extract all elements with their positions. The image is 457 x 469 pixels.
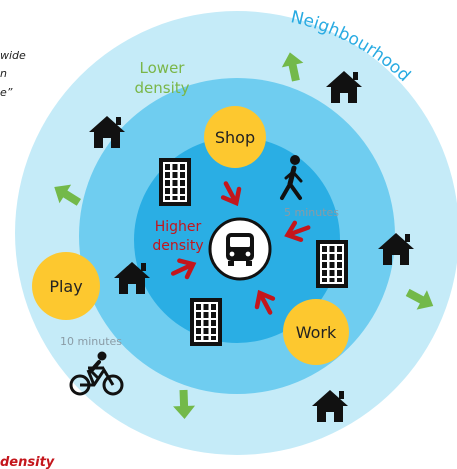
shop-circle: [204, 106, 266, 168]
work-label: Work: [296, 323, 337, 342]
quote-line-3: e”: [0, 86, 13, 99]
quote-line-2: n: [0, 67, 7, 80]
play-label: Play: [49, 277, 82, 296]
building-icon: [316, 240, 348, 288]
building-icon: [159, 158, 191, 206]
play-circle: [32, 252, 100, 320]
higher-density-label-1: Higher: [155, 219, 202, 235]
building-icon: [190, 298, 222, 346]
bike-minutes-label: 10 minutes: [60, 335, 122, 348]
work-circle: [283, 299, 349, 365]
walking-person-icon: [280, 155, 303, 200]
shop-label: Shop: [215, 128, 255, 147]
quote-line-1: wide: [0, 49, 26, 62]
lower-density-label-1: Lower: [140, 59, 186, 77]
footer-partial-text: density: [0, 455, 55, 469]
higher-density-label-2: density: [152, 238, 203, 254]
bus-icon: [208, 217, 272, 281]
walk-minutes-label: 5 minutes: [284, 206, 339, 219]
lower-density-label-2: density: [135, 79, 190, 97]
cyclist-icon: [69, 351, 124, 396]
